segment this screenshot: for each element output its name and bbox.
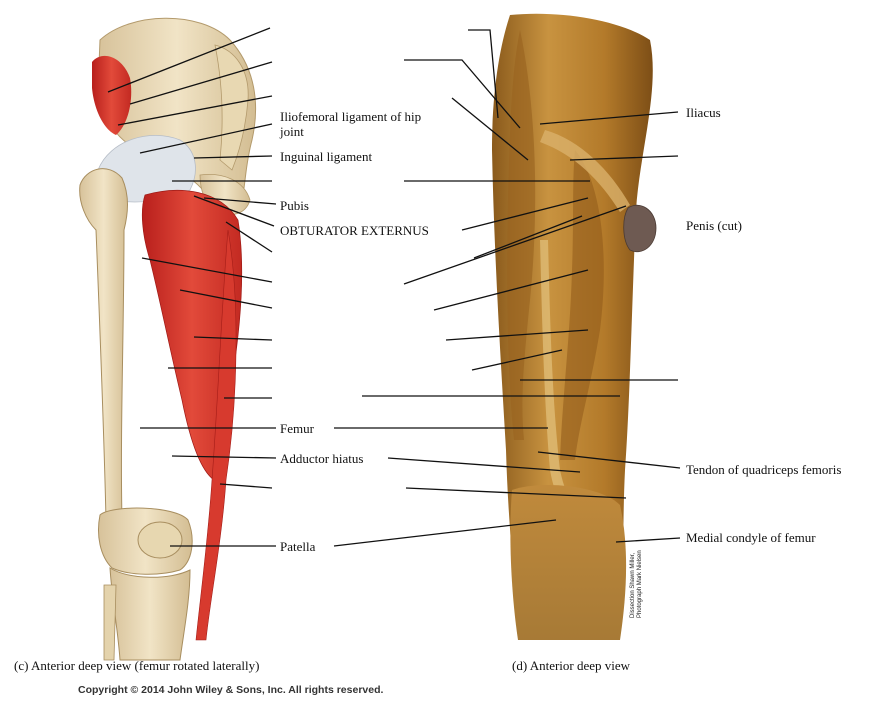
label-medial-condyle: Medial condyle of femur — [686, 530, 816, 545]
gracilis-muscle — [195, 229, 237, 641]
patella-bone — [137, 521, 183, 559]
label-inguinal-ligament: Inguinal ligament — [280, 149, 373, 164]
leader-lines-left — [107, 27, 277, 547]
photo-credit-line2: Photograph Mark Nielsen — [637, 550, 643, 618]
caption-left: (c) Anterior deep view (femur rotated la… — [14, 658, 260, 673]
label-penis-cut: Penis (cut) — [686, 218, 742, 233]
cadaver-knee — [510, 485, 627, 640]
iliac-muscle — [92, 55, 132, 135]
cadaver-inguinal-band — [540, 130, 630, 212]
label-quadriceps-tendon: Tendon of quadriceps femoris — [686, 462, 842, 477]
fibula-bone — [103, 584, 117, 661]
photo-credit-line1: Dissection Shawn Miller, — [630, 552, 636, 618]
label-femur: Femur — [280, 421, 314, 436]
label-adductor-hiatus: Adductor hiatus — [280, 451, 364, 466]
label-iliofemoral-ligament: Iliofemoral ligament of hip joint — [280, 109, 422, 139]
femur-bone — [79, 168, 128, 521]
label-iliacus: Iliacus — [686, 105, 721, 120]
tibia-bone — [109, 567, 191, 661]
left-illustration — [79, 17, 257, 661]
cadaver-muscle-1 — [507, 30, 536, 440]
label-pubis: Pubis — [280, 198, 309, 213]
penis-stump — [623, 204, 657, 253]
copyright-notice: Copyright © 2014 John Wiley & Sons, Inc.… — [78, 684, 384, 696]
label-obturator-externus: OBTURATOR EXTERNUS — [280, 223, 429, 238]
caption-right: (d) Anterior deep view — [512, 658, 631, 673]
photo-credit: Dissection Shawn Miller, Photograph Mark… — [630, 550, 644, 618]
right-photograph — [492, 13, 657, 640]
leader-lines-right — [333, 29, 681, 547]
label-patella: Patella — [280, 539, 316, 554]
cadaver-tendon-strip — [540, 240, 600, 535]
cadaver-muscle-2 — [560, 150, 604, 460]
